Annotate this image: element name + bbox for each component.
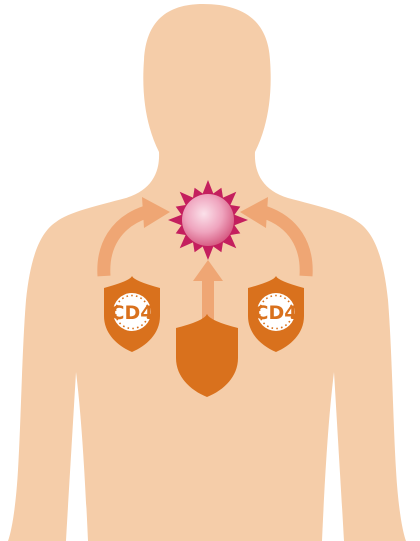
cd4-label-right: CD4 [255, 302, 298, 324]
cd4-label-left: CD4 [111, 302, 154, 324]
target-cell [168, 180, 248, 260]
cell-core [182, 194, 234, 246]
